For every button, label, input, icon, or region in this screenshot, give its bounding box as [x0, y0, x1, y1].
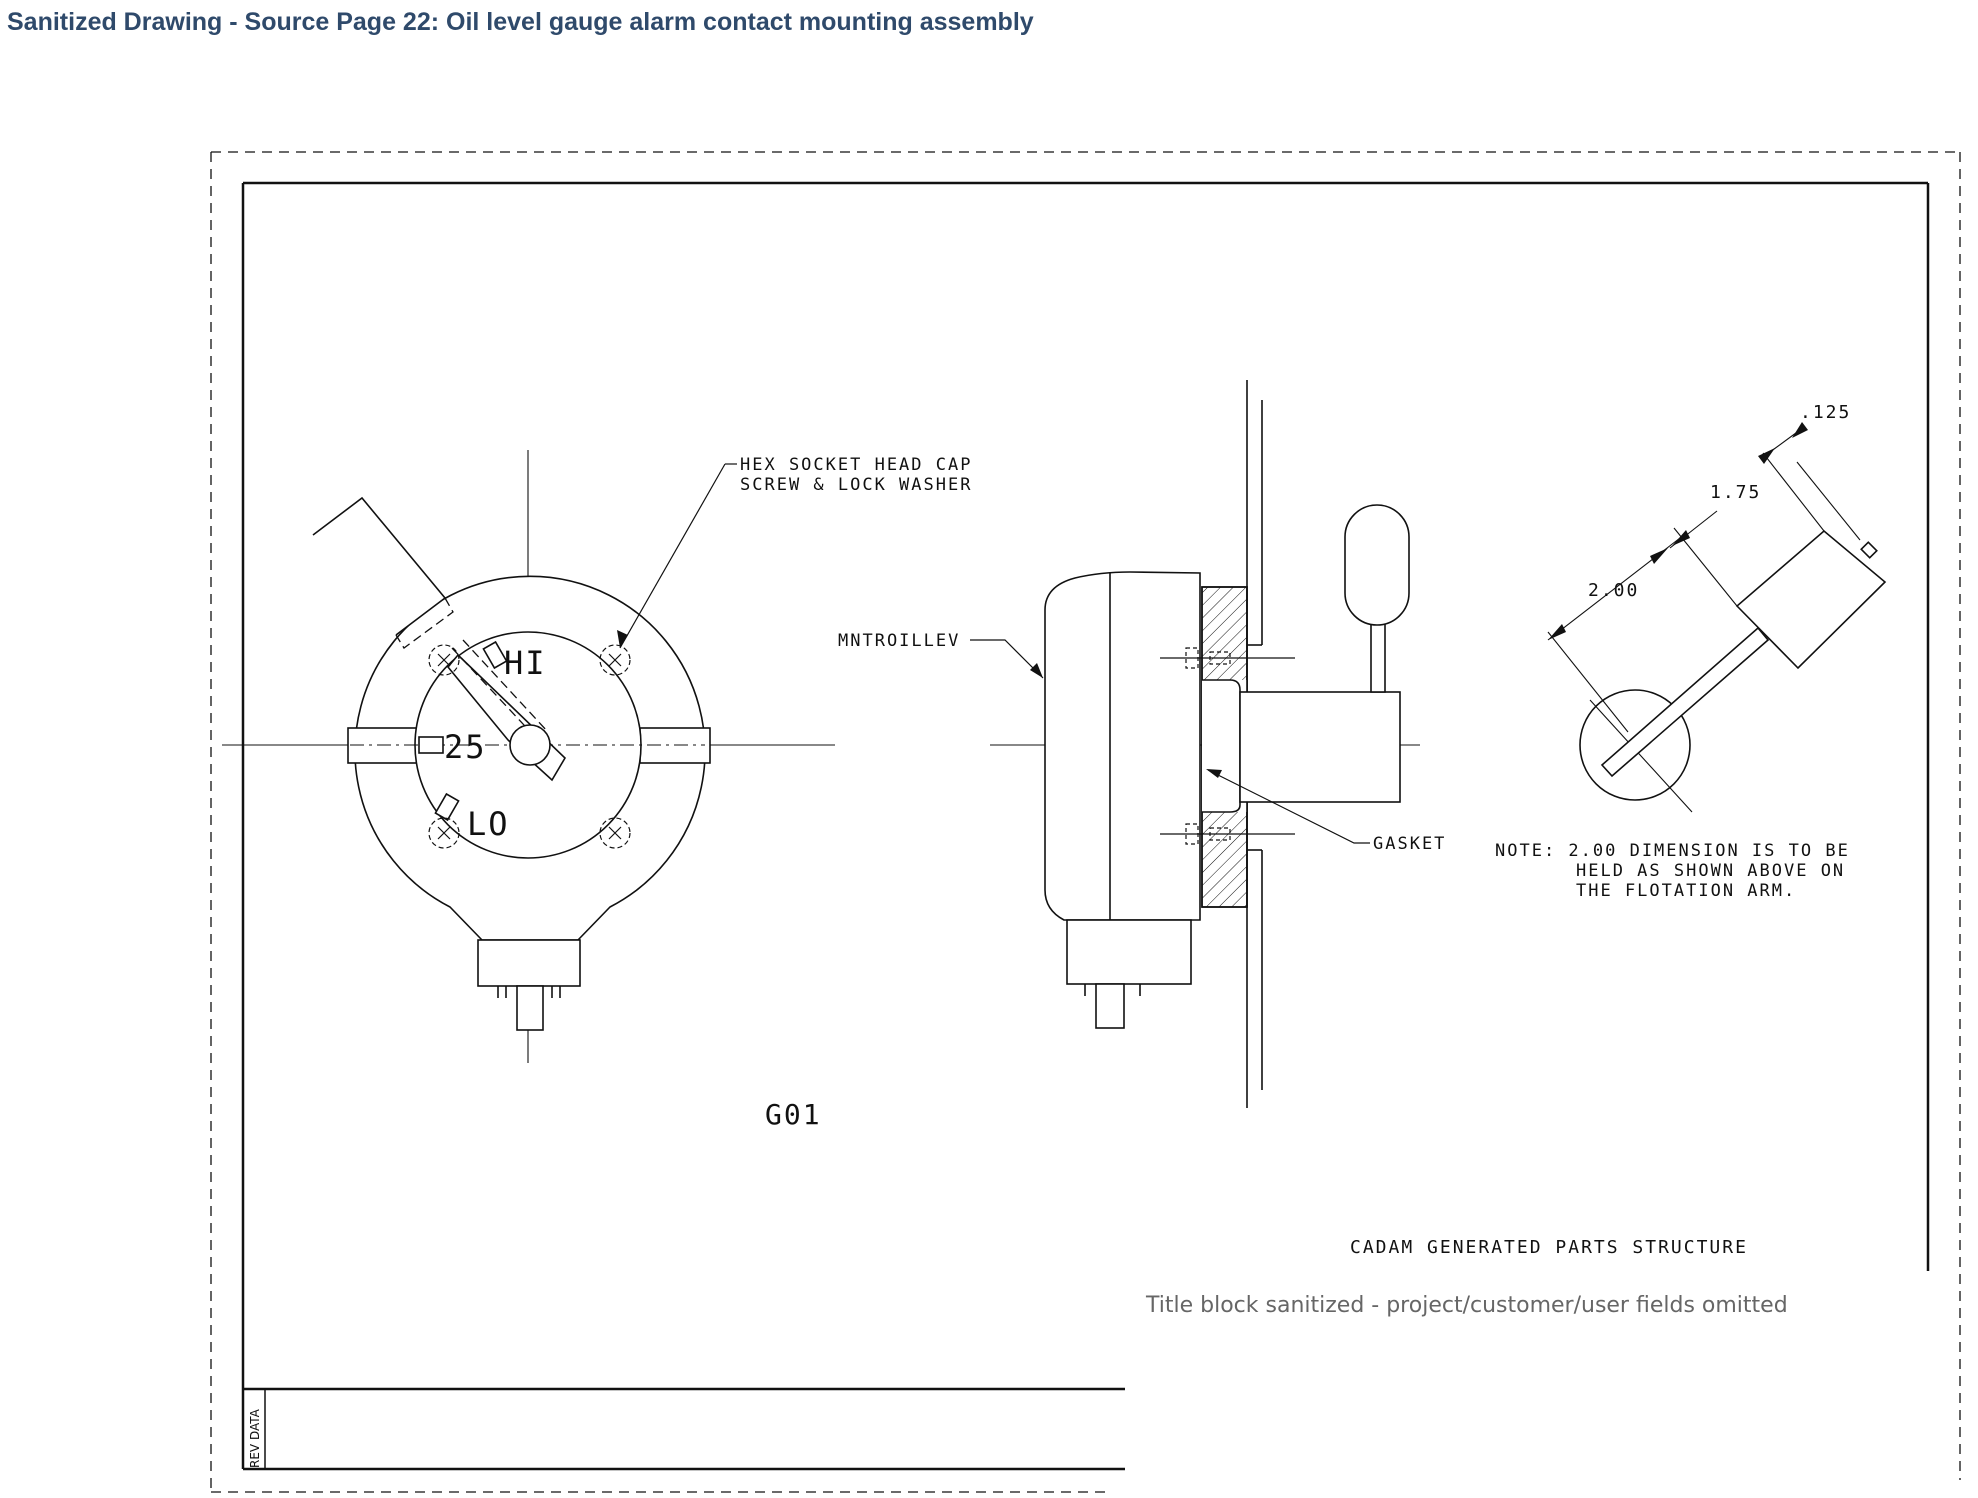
side-housing [1044, 571, 1201, 921]
switch-tube [312, 496, 447, 636]
front-view [222, 450, 835, 1063]
screw-label-line1: HEX SOCKET HEAD CAP [740, 455, 972, 475]
page-title: Sanitized Drawing - Source Page 22: Oil … [7, 8, 1034, 36]
dim-label-2-00: 2.00 [1588, 580, 1639, 601]
detail-switch-tip [1860, 541, 1878, 559]
dim-arrow-125-b [1792, 422, 1808, 438]
float-rod [1370, 621, 1386, 693]
detail-switch-body [1735, 529, 1887, 670]
part-code-label: MNTROILLEV [838, 631, 960, 651]
side-connector-housing [1066, 919, 1192, 985]
side-connector-plug [1095, 983, 1125, 1029]
screw-bottom-left [428, 817, 460, 849]
pointer-hub [509, 724, 551, 766]
cadam-label: CADAM GENERATED PARTS STRUCTURE [1350, 1237, 1748, 1258]
screw-top-left [428, 644, 460, 676]
25-marker [418, 736, 444, 754]
side-bolt-top [1160, 647, 1295, 669]
flotation-arm [1600, 626, 1770, 778]
gasket-leader [1207, 769, 1370, 844]
dim-label-1-75: 1.75 [1710, 482, 1761, 503]
inner-frame [241, 181, 1930, 1471]
note-line2: HELD AS SHOWN ABOVE ON [1576, 861, 1845, 881]
hi-marker [482, 640, 508, 670]
screw-label-line2: SCREW & LOCK WASHER [740, 475, 972, 495]
dial-label-hi: HI [504, 644, 547, 682]
dial-label-25: 25 [444, 728, 487, 766]
dim-arrow-125-a [1758, 448, 1775, 464]
part-code-leader-arrow [1030, 663, 1043, 678]
screw-bottom-right [599, 817, 631, 849]
gasket-label: GASKET [1373, 834, 1446, 854]
screw-leader-arrow [617, 630, 628, 648]
gasket [1202, 679, 1241, 813]
dim-arrow-1-75 [1672, 530, 1690, 546]
dim-arrow-2-00-left [1548, 624, 1566, 640]
screw-top-right [599, 644, 631, 676]
float-ball [1344, 504, 1410, 626]
front-connector-housing [477, 939, 581, 987]
side-view [970, 380, 1420, 1108]
dim-label-125: .125 [1800, 402, 1851, 423]
screw-leader [619, 463, 726, 649]
rev-data-label: REV DATA [248, 1408, 262, 1468]
detail-view [1547, 429, 1887, 813]
view-id-label: G01 [765, 1098, 822, 1131]
note-line1: NOTE: 2.00 DIMENSION IS TO BE [1495, 841, 1850, 861]
part-code-leader [970, 639, 1044, 679]
sanitized-note: Title block sanitized - project/customer… [1145, 1293, 1788, 1318]
dim-arrow-2-00-right [1650, 548, 1668, 564]
note-line3: THE FLOTATION ARM. [1576, 881, 1796, 901]
float-cylinder [1239, 691, 1401, 803]
gasket-leader-arrow [1206, 769, 1222, 778]
dial-label-lo: LO [467, 805, 510, 843]
outer-dashed-border [210, 151, 1961, 1493]
side-bolt-bottom [1160, 823, 1295, 845]
lo-marker [434, 792, 460, 822]
front-connector-plug [516, 985, 544, 1031]
